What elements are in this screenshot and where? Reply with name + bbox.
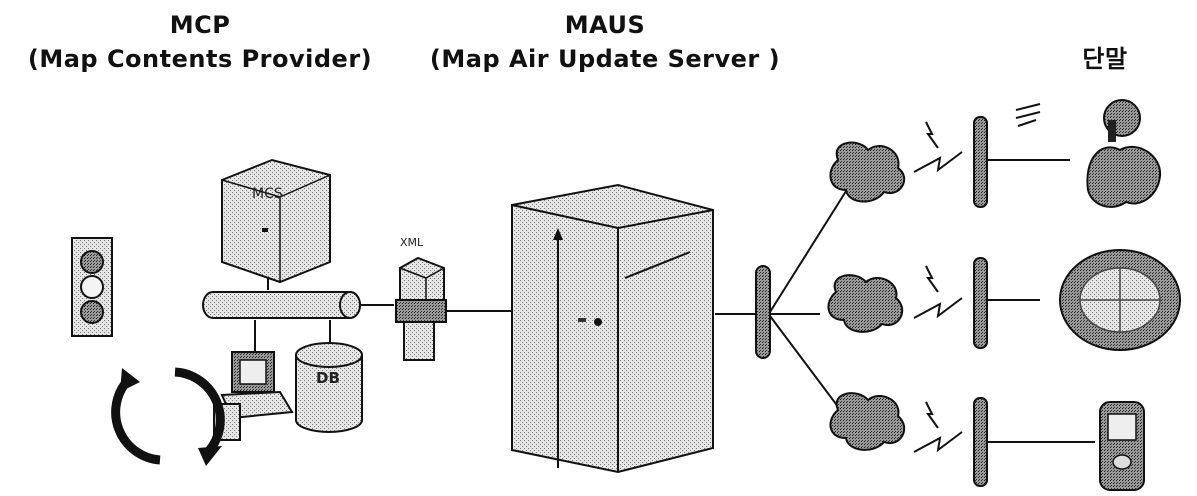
- mobile-user-icon: [1087, 100, 1160, 207]
- antenna-post: [974, 258, 987, 348]
- maus-server-tower: [512, 185, 713, 472]
- car-navigation-icon: [1060, 250, 1180, 350]
- xml-label: XML: [400, 236, 424, 249]
- workstation-computer-icon: [214, 352, 292, 440]
- antenna-post: [974, 117, 987, 207]
- mcs-label: MCS: [252, 186, 283, 202]
- database-cylinder-icon: DB: [296, 343, 362, 432]
- hub-post: [756, 266, 770, 358]
- antenna-post: [974, 398, 987, 486]
- mcs-server-cube: MCS: [222, 160, 330, 282]
- signal-device-icon: [72, 238, 112, 336]
- network-bus-pipe: [203, 292, 360, 318]
- db-label: DB: [316, 369, 340, 387]
- network-cloud-icon: [830, 143, 904, 202]
- update-cycle-arrows-icon: [116, 368, 222, 466]
- xml-converter-device: XML: [396, 236, 446, 360]
- network-cloud-icon: [828, 275, 902, 332]
- network-cloud-icon: [830, 393, 904, 450]
- mobile-phone-icon: [1100, 402, 1144, 490]
